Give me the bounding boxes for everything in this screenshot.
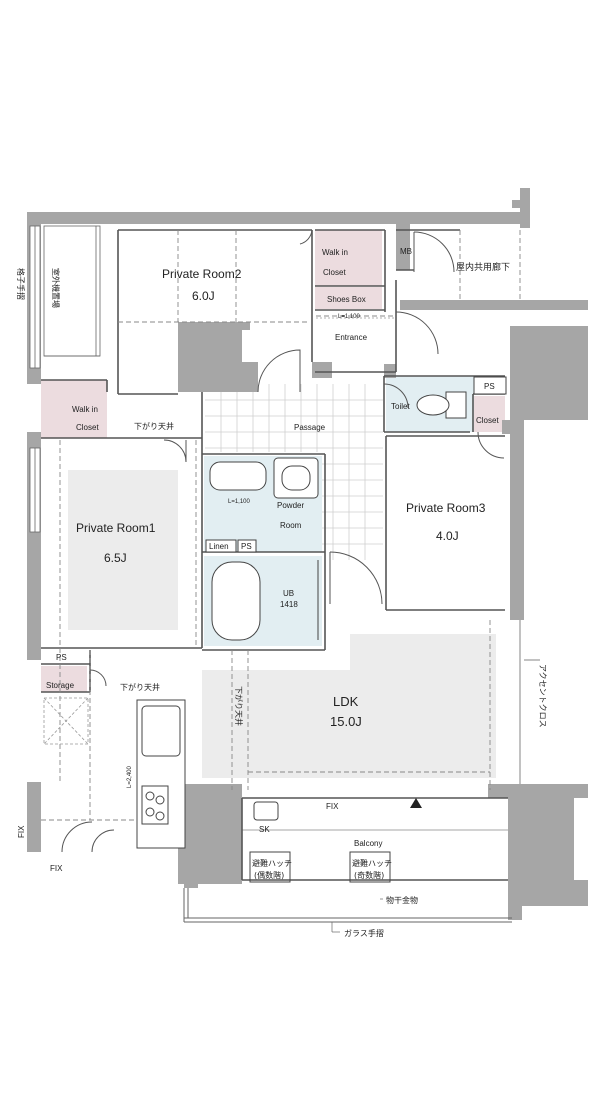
storage-fill [41,666,87,692]
closet-right-label: Closet [476,416,499,425]
closet-top-label: Closet [323,268,346,277]
kitchen-stove [141,785,169,825]
private-room1-shade [68,470,178,630]
shoes-box-label: Shoes Box [327,295,366,304]
ub-label: UB [283,589,294,598]
lowered-ceiling-vertical: 下がり天井 [234,686,244,726]
fix-top-label: FIX [326,802,339,811]
toilet-bowl [416,394,450,416]
room3-size: 4.0J [436,529,459,543]
balcony-label: Balcony [354,839,382,848]
ps-powder-label: PS [241,542,252,551]
walk-in-closet-left-fill [41,380,107,438]
common-corridor-label: 屋内共用廊下 [456,261,510,273]
powder-basin [209,461,267,491]
ps-left-label: PS [56,653,67,662]
walk-in-left-label: Walk in [72,405,98,414]
bathtub [211,561,261,641]
entrance-dim-label: L=1,100 [338,314,361,320]
ldk-size: 15.0J [330,714,362,729]
passage-label: Passage [294,423,326,432]
toilet-label: Toilet [391,402,410,411]
hatch-2-sub: (奇数階) [354,870,384,880]
hatch-1-label: 避難ハッチ [252,858,292,868]
lowered-ceiling-1: 下がり天井 [134,421,174,431]
kitchen-dim-label: L=2,400 [127,765,133,788]
ldk-name: LDK [333,694,359,709]
ps-right-label: PS [484,382,495,391]
room2-size: 6.0J [192,289,215,303]
kitchen-sink [141,705,181,757]
walk-in-closet-top-fill [315,230,382,286]
entrance-label: Entrance [335,333,368,342]
ub-size-label: 1418 [280,600,298,609]
lattice-railing-label: 格子手摺 [16,268,26,300]
laundry-hardware-label: 物干金物 [386,895,418,905]
glass-railing-label: ガラス手摺 [344,928,384,938]
sk-label: SK [259,825,270,834]
evac-hatch-1 [249,851,291,883]
hatch-storage-x [43,697,89,745]
walk-in-top-label: Walk in [322,248,348,257]
lowered-ceiling-2: 下がり天井 [120,682,160,692]
powder-room-label: Room [280,521,302,530]
fix-left-label: FIX [17,825,26,838]
doors [61,229,505,853]
mb-label: MB [400,247,412,256]
ldk-shade-left [202,670,352,778]
left-windows [29,225,101,533]
hatch-1-sub: (偶数階) [254,870,284,880]
room3-name: Private Room3 [406,501,486,515]
fix-marker [410,798,422,808]
powder-dim-label: L=1,100 [228,499,251,505]
powder-label: Powder [277,501,304,510]
hatch-2-label: 避難ハッチ [352,858,392,868]
dashed-lines [41,230,521,821]
room1-name: Private Room1 [76,521,156,535]
evac-hatch-2 [349,851,391,883]
storage-label: Storage [46,681,75,690]
fixtures [136,376,507,883]
accent-cloth-label: アクセントクロス [538,664,547,728]
balcony-sink [253,801,279,821]
room2-name: Private Room2 [162,267,242,281]
passage-tiles [205,384,383,560]
room1-size: 6.5J [104,551,127,565]
fix-bottom-label: FIX [50,864,63,873]
linen-label: Linen [209,542,229,551]
shoes-box-fill [315,287,382,309]
ldk-shade-right [350,634,496,778]
outdoor-unit-label: 室外機置場 [51,268,61,308]
closet-right-fill [473,396,505,432]
closet-left-label: Closet [76,423,99,432]
